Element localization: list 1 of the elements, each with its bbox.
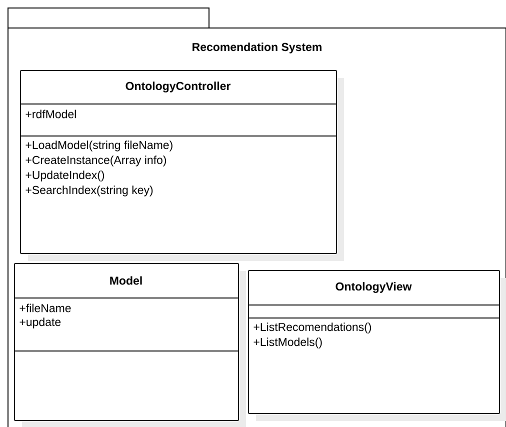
package-title: Recomendation System	[192, 42, 322, 54]
